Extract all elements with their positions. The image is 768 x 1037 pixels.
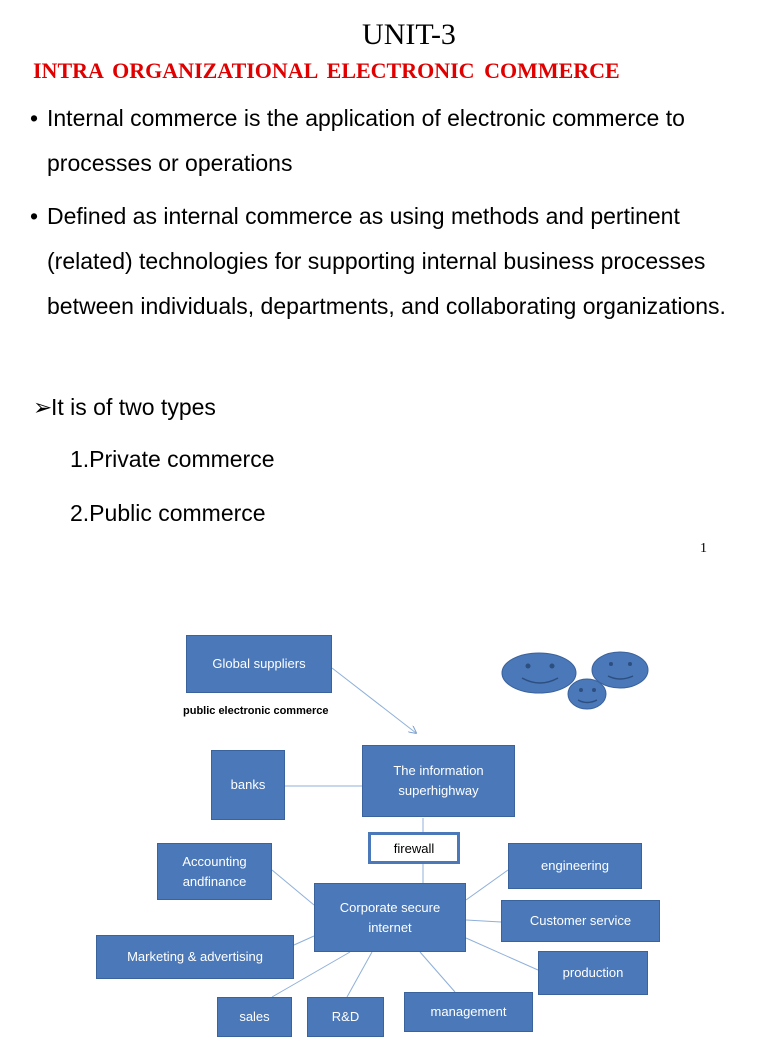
node-rd: R&D (307, 997, 384, 1037)
node-production: production (538, 951, 648, 995)
types-intro: ➢It is of two types (33, 385, 216, 430)
node-customer-service: Customer service (501, 900, 660, 942)
type-public: 2.Public commerce (70, 500, 266, 526)
type-private: 1.Private commerce (70, 446, 275, 472)
node-management: management (404, 992, 533, 1032)
node-global-suppliers: Global suppliers (186, 635, 332, 693)
page-number: 1 (700, 541, 707, 556)
node-marketing-advertising: Marketing & advertising (96, 935, 294, 979)
arrow-bullet-icon: ➢ (33, 394, 53, 420)
node-information-superhighway: The information superhighway (362, 745, 515, 817)
node-corporate-secure-internet: Corporate secure internet (314, 883, 466, 952)
node-firewall: firewall (368, 832, 460, 864)
bullet-item: • Internal commerce is the application o… (30, 96, 758, 186)
types-intro-text: It is of two types (51, 394, 216, 420)
node-banks: banks (211, 750, 285, 820)
bullet-item: • Defined as internal commerce as using … (30, 194, 758, 329)
slide-title: UNIT-3 (362, 18, 456, 51)
bullet-dot-icon: • (30, 203, 39, 229)
node-engineering: engineering (508, 843, 642, 889)
bullet-text: Internal commerce is the application of … (47, 105, 685, 176)
node-accounting-finance: Accounting andfinance (157, 843, 272, 900)
public-ecommerce-label: public electronic commerce (183, 705, 329, 717)
node-sales: sales (217, 997, 292, 1037)
slide-subtitle: INTRA ORGANIZATIONAL ELECTRONIC COMMERCE (33, 58, 620, 83)
bullet-text: Defined as internal commerce as using me… (47, 203, 726, 319)
bullet-dot-icon: • (30, 105, 39, 131)
people-icon (501, 651, 649, 710)
